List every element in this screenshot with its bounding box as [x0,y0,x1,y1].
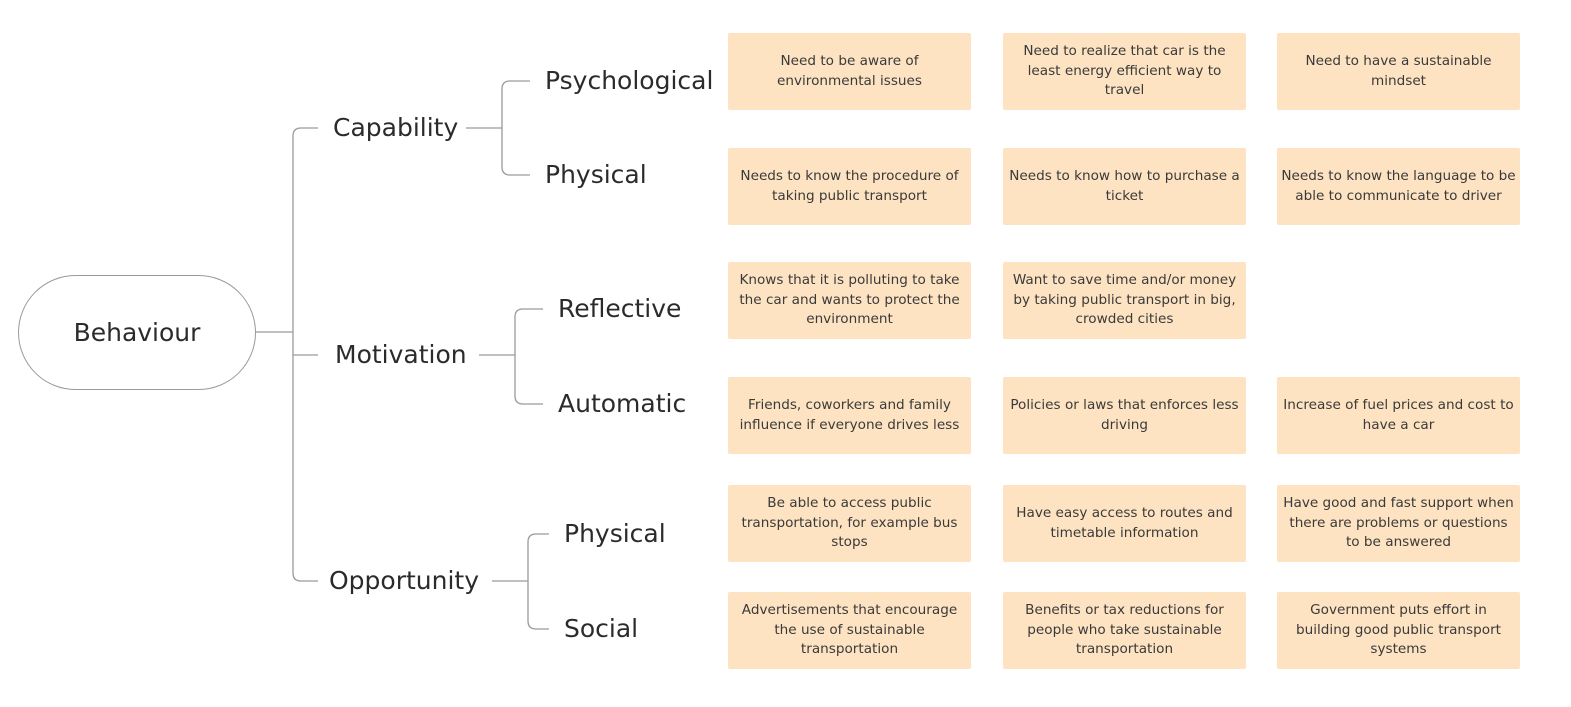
sticky-note[interactable]: Be able to access public transportation,… [728,485,971,562]
sticky-note-text: Want to save time and/or money by taking… [1012,272,1237,328]
sticky-note-text: Knows that it is polluting to take the c… [739,272,960,328]
sticky-note[interactable]: Needs to know the procedure of taking pu… [728,148,971,225]
connector-opportunity-subs [527,533,549,630]
root-label: Behaviour [73,318,201,347]
sticky-note[interactable]: Needs to know how to purchase a ticket [1003,148,1246,225]
sticky-note[interactable]: Needs to know the language to be able to… [1277,148,1520,225]
sticky-note[interactable]: Policies or laws that enforces less driv… [1003,377,1246,454]
sticky-note[interactable]: Have good and fast support when there ar… [1277,485,1520,562]
sticky-note-text: Need to realize that car is the least en… [1023,43,1226,99]
sticky-note-text: Friends, coworkers and family influence … [739,396,960,433]
node-opportunity-physical[interactable]: Physical [564,519,666,548]
sticky-note[interactable]: Have easy access to routes and timetable… [1003,485,1246,562]
node-capability-psychological[interactable]: Psychological [545,66,714,95]
sticky-note-text: Benefits or tax reductions for people wh… [1025,602,1224,658]
node-capability[interactable]: Capability [333,113,459,142]
sticky-note-text: Advertisements that encourage the use of… [741,602,958,658]
sticky-note[interactable]: Government puts effort in building good … [1277,592,1520,669]
node-motivation[interactable]: Motivation [335,340,467,369]
root-node-behaviour[interactable]: Behaviour [18,275,256,390]
sticky-note-text: Policies or laws that enforces less driv… [1010,396,1239,433]
node-opportunity-social[interactable]: Social [564,614,639,643]
sticky-note-text: Increase of fuel prices and cost to have… [1283,396,1514,433]
sticky-note-text: Needs to know the language to be able to… [1281,167,1516,204]
sticky-note[interactable]: Friends, coworkers and family influence … [728,377,971,454]
node-capability-physical[interactable]: Physical [545,160,647,189]
sticky-note[interactable]: Advertisements that encourage the use of… [728,592,971,669]
sticky-note[interactable]: Want to save time and/or money by taking… [1003,262,1246,339]
sticky-note-text: Have good and fast support when there ar… [1283,495,1514,551]
sticky-note[interactable]: Knows that it is polluting to take the c… [728,262,971,339]
sticky-note[interactable]: Need to be aware of environmental issues [728,33,971,110]
sticky-note-text: Need to be aware of environmental issues [776,52,922,89]
node-opportunity[interactable]: Opportunity [329,566,480,595]
sticky-note-text: Government puts effort in building good … [1295,602,1501,658]
connector-motivation-subs [514,308,543,405]
sticky-note-text: Needs to know the procedure of taking pu… [740,167,959,204]
sticky-note-text: Be able to access public transportation,… [741,495,958,551]
sticky-note[interactable]: Need to realize that car is the least en… [1003,33,1246,110]
sticky-note-text: Needs to know how to purchase a ticket [1009,167,1240,204]
sticky-note-text: Have easy access to routes and timetable… [1016,504,1233,541]
node-motivation-reflective[interactable]: Reflective [558,294,682,323]
sticky-note-text: Need to have a sustainable mindset [1305,52,1492,89]
sticky-note[interactable]: Increase of fuel prices and cost to have… [1277,377,1520,454]
sticky-note[interactable]: Benefits or tax reductions for people wh… [1003,592,1246,669]
connector-capability-subs [501,80,530,176]
sticky-note[interactable]: Need to have a sustainable mindset [1277,33,1520,110]
node-motivation-automatic[interactable]: Automatic [558,389,687,418]
